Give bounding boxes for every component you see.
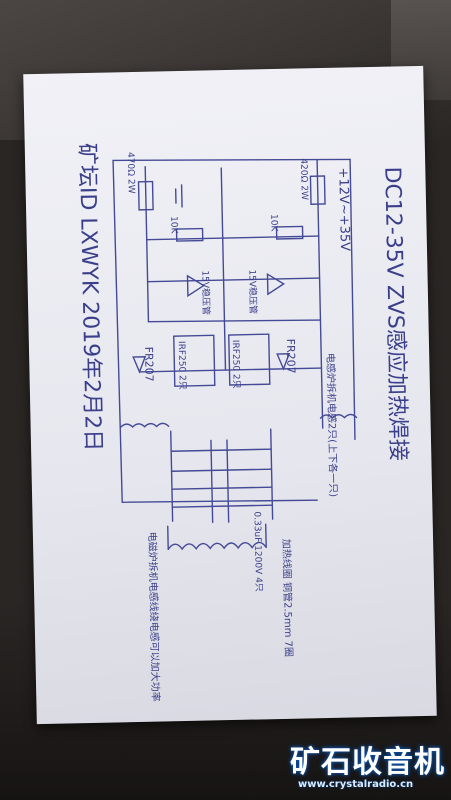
- mosfet-label-1: IRF250 2只: [229, 339, 241, 389]
- work-coil-label: 加热线圈 铜管2.5mm 7圈: [280, 538, 294, 658]
- watermark-name: 矿石收音机: [290, 745, 445, 780]
- zener-label-2: 15V稳压管: [199, 270, 211, 316]
- zener-label-1: 15V稳压管: [246, 269, 258, 315]
- resistor-label-4: 10K: [168, 216, 179, 234]
- sketch-title: DC12-35V ZVS感应加热焊接: [379, 166, 411, 462]
- resistor-label-2: 470Ω 2W: [124, 151, 136, 194]
- diode-label-2: FR207: [141, 346, 156, 382]
- circuit-sketch: [112, 158, 358, 551]
- choke-label: 电感炉拆机电感2只(上下各一只): [324, 352, 339, 498]
- site-watermark: 矿石收音机 www.crystalradio.cn: [282, 737, 451, 797]
- paper-sheet: DC12-35V ZVS感应加热焊接 矿坛ID LXWYK 2019年2月2日 …: [23, 65, 437, 725]
- diode-label-1: FR207: [283, 338, 298, 374]
- mosfet-label-2: IRF250 2只: [175, 340, 187, 390]
- resistor-label-1: 420Ω 2W: [298, 158, 309, 201]
- supply-label: +12V~+35V: [335, 167, 353, 252]
- watermark-url: www.crystalradio.cn: [298, 779, 414, 790]
- capacitor-label: 0.33uF 1200V 4只: [251, 511, 264, 592]
- sketch-author: 矿坛ID LXWYK 2019年2月2日: [73, 142, 106, 452]
- resistor-label-3: 10K: [268, 213, 279, 232]
